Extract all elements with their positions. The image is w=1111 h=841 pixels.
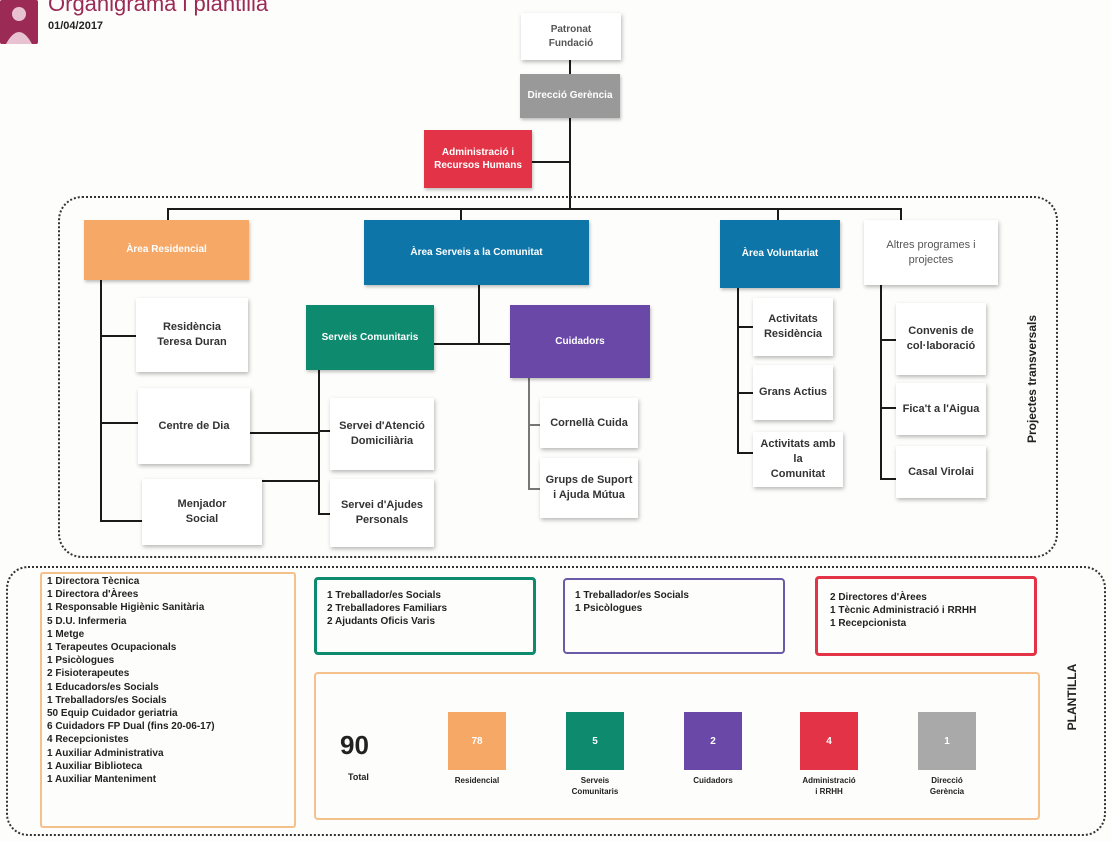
projectes-transversals-label: Projectes transversals	[1025, 314, 1039, 444]
plantilla-frame	[6, 566, 1106, 836]
connector	[478, 285, 480, 345]
connector	[737, 288, 739, 453]
stat-direccio-label: Direcció Gerència	[929, 776, 965, 796]
comunitaris-staff-list: 1 Treballador/es Socials 2 Treballadores…	[327, 590, 448, 628]
connector	[777, 208, 779, 220]
connector	[100, 335, 136, 337]
connector	[262, 480, 320, 482]
total-value: 90	[340, 730, 369, 760]
projectes-transversals-frame	[58, 196, 1058, 558]
cornella-cuida-box: Cornellà Cuida	[540, 398, 638, 448]
logo-icon	[0, 0, 38, 44]
connector	[460, 208, 462, 220]
activitats-residencia-box: Activitats Residència	[753, 298, 833, 356]
residencia-box: Residència Teresa Duran	[136, 298, 248, 372]
grans-actius-box: Grans Actius	[753, 365, 833, 420]
stat-cuidadors-square: 2	[684, 712, 742, 770]
connector	[880, 339, 896, 341]
residencial-staff-list: 1 Directora Tècnica 1 Directora d'Àrees …	[47, 576, 215, 786]
residencial-staff-panel	[40, 572, 296, 828]
servei-atencio-box: Servei d'Atenció Domiciliària	[330, 398, 434, 470]
comunitaris-staff-panel	[314, 577, 536, 655]
connector	[737, 392, 753, 394]
stat-comunitaris-square: 5	[566, 712, 624, 770]
summary-panel	[314, 672, 1040, 820]
centre-dia-box: Centre de Dia	[138, 388, 250, 464]
stat-residencial-square: 78	[448, 712, 506, 770]
connector	[318, 370, 320, 515]
area-voluntariat-box: Àrea Voluntariat	[720, 220, 840, 288]
area-residencial-box: Àrea Residencial	[84, 220, 249, 280]
connector	[532, 161, 570, 163]
patronat-box: Patronat Fundació	[521, 13, 621, 60]
connector	[434, 343, 512, 345]
connector	[880, 285, 882, 480]
cuidadors-staff-list: 1 Treballador/es Socials 1 Psicòlogues	[575, 590, 689, 615]
area-comunitat-box: Àrea Serveis a la Comunitat	[364, 220, 589, 285]
page-title: Organigrama i plantilla	[48, 0, 269, 16]
page-date: 01/04/2017	[48, 20, 104, 32]
servei-ajudes-box: Servei d'Ajudes Personals	[330, 479, 434, 547]
connector	[100, 280, 102, 520]
connector	[250, 432, 320, 434]
stat-administracio-label: Administració i RRHH	[802, 776, 856, 796]
convenis-box: Convenis de col·laboració	[896, 303, 986, 375]
altres-programes-box: Altres programes i projectes	[864, 220, 998, 285]
admin-staff-list: 2 Directores d'Àrees 1 Tècnic Administra…	[830, 592, 977, 630]
stat-cuidadors-label: Cuidadors	[693, 776, 733, 785]
total-label: Total	[348, 772, 369, 782]
connector	[100, 422, 138, 424]
cuidadors-staff-panel	[563, 578, 785, 654]
connector	[737, 452, 753, 454]
connector	[528, 488, 540, 490]
grups-suport-box: Grups de Suport i Ajuda Mútua	[540, 458, 638, 518]
connector	[167, 208, 902, 210]
admin-staff-panel	[815, 576, 1037, 656]
cuidadors-box: Cuidadors	[510, 305, 650, 378]
menjador-box: Menjador Social	[142, 479, 262, 545]
direccio-box: Direcció Gerència	[520, 74, 620, 118]
administracio-box: Administració i Recursos Humans	[424, 130, 532, 188]
connector	[900, 208, 902, 220]
connector	[569, 60, 571, 74]
activitats-comunitat-box: Activitats amb la Comunitat	[753, 432, 843, 487]
connector	[318, 430, 330, 432]
stat-residencial-label: Residencial	[454, 776, 500, 785]
connector	[318, 513, 330, 515]
connector	[167, 208, 169, 220]
connector	[880, 478, 896, 480]
connector	[880, 407, 896, 409]
connector	[100, 520, 142, 522]
ficat-aigua-box: Fica't a l'Aigua	[896, 383, 986, 435]
stat-comunitaris-label: Serveis Comunitaris	[571, 776, 619, 796]
connector	[528, 424, 540, 426]
stat-direccio-square: 1	[918, 712, 976, 770]
stat-administracio-square: 4	[800, 712, 858, 770]
casal-virolai-box: Casal Virolai	[896, 446, 986, 498]
connector	[737, 326, 753, 328]
plantilla-label: PLANTILLA	[1065, 663, 1079, 731]
serveis-comunitaris-box: Serveis Comunitaris	[306, 305, 434, 370]
connector	[569, 118, 571, 210]
connector	[528, 378, 530, 490]
